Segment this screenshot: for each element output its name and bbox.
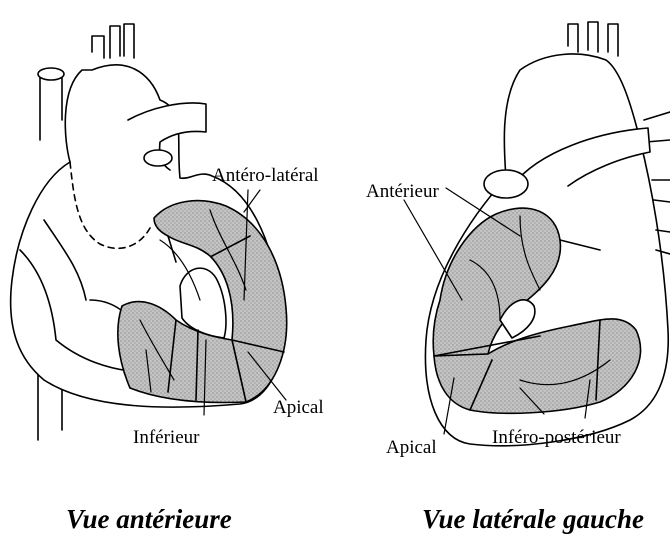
caption-left-view: Vue antérieure bbox=[66, 506, 232, 533]
aortic-branches bbox=[92, 24, 134, 58]
label-inferieur: Inférieur bbox=[133, 428, 199, 447]
anterior-view-heart bbox=[11, 24, 287, 440]
pulmonary-opening bbox=[144, 150, 172, 166]
left-lateral-view-heart bbox=[404, 22, 670, 446]
pulmonary-opening-right bbox=[484, 170, 528, 198]
label-apical-right: Apical bbox=[386, 438, 437, 457]
label-anterieur: Antérieur bbox=[366, 182, 439, 201]
label-antero-lateral: Antéro-latéral bbox=[212, 166, 319, 185]
label-apical-left: Apical bbox=[273, 398, 324, 417]
caption-right-view: Vue latérale gauche bbox=[422, 506, 644, 533]
vena-cava-opening bbox=[38, 68, 64, 80]
aortic-branches-right bbox=[568, 22, 618, 56]
label-infero-posterieur: Inféro-postérieur bbox=[492, 428, 621, 447]
